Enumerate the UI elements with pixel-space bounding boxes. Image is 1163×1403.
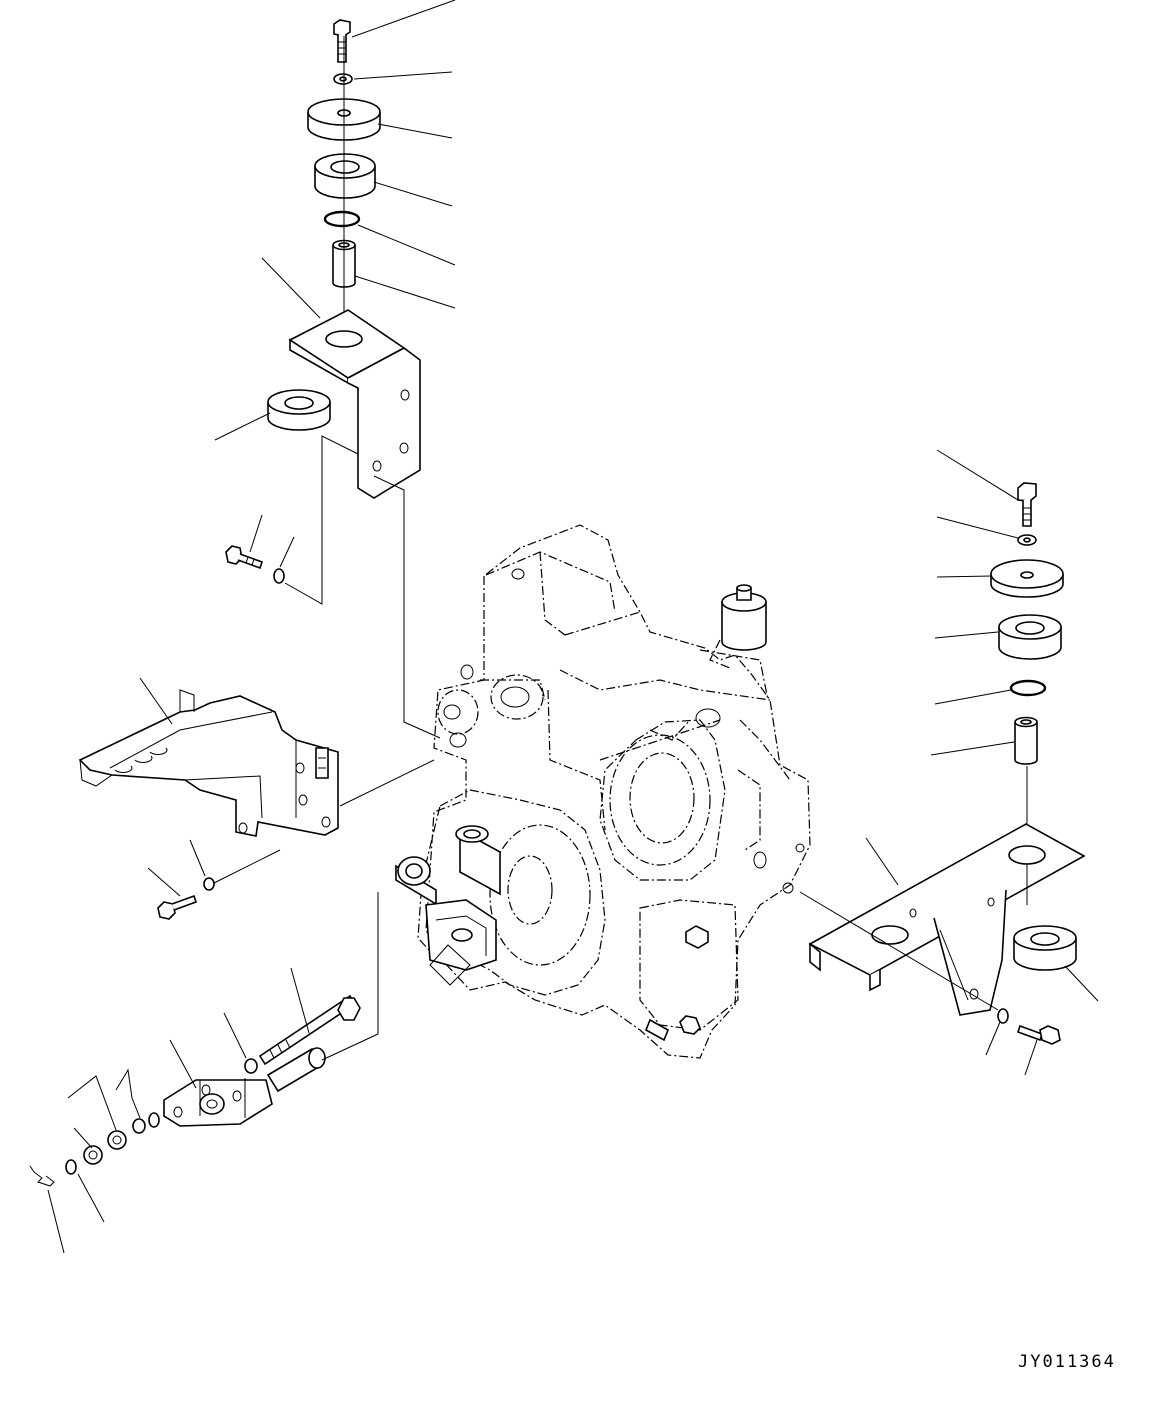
right-small-washer	[997, 1008, 1009, 1024]
right-collar	[1014, 716, 1038, 765]
link-assembly	[163, 994, 361, 1127]
link-washer	[244, 1058, 258, 1074]
right-washer	[1017, 534, 1037, 546]
top-bolt	[333, 19, 351, 63]
right-small-bolt	[1016, 1024, 1061, 1045]
right-plate-washer	[990, 559, 1064, 598]
right-lower-cushion	[1013, 925, 1077, 971]
leader-lines-right	[799, 449, 1099, 1076]
left-small-bolt	[225, 545, 264, 570]
side-bracket	[78, 689, 339, 837]
top-washer	[333, 73, 353, 85]
cotter-pin	[29, 1165, 65, 1254]
right-mount-cushion	[998, 614, 1062, 660]
side-bracket-bolt	[157, 894, 198, 920]
side-bracket-washer	[203, 877, 215, 891]
leader-lines-top	[214, 0, 456, 441]
left-small-washer	[273, 568, 285, 584]
right-o-ring	[1009, 679, 1047, 697]
top-mount-cushion	[314, 153, 376, 199]
right-bolt	[1017, 482, 1037, 527]
transmission-case	[395, 524, 811, 1059]
top-o-ring	[323, 210, 361, 228]
left-lower-cushion	[267, 389, 331, 431]
left-mount-bracket	[288, 309, 421, 499]
drawing-code: JY011364	[1018, 1352, 1116, 1372]
right-mount-bracket	[808, 823, 1086, 1016]
link-small-washers	[65, 1112, 160, 1175]
